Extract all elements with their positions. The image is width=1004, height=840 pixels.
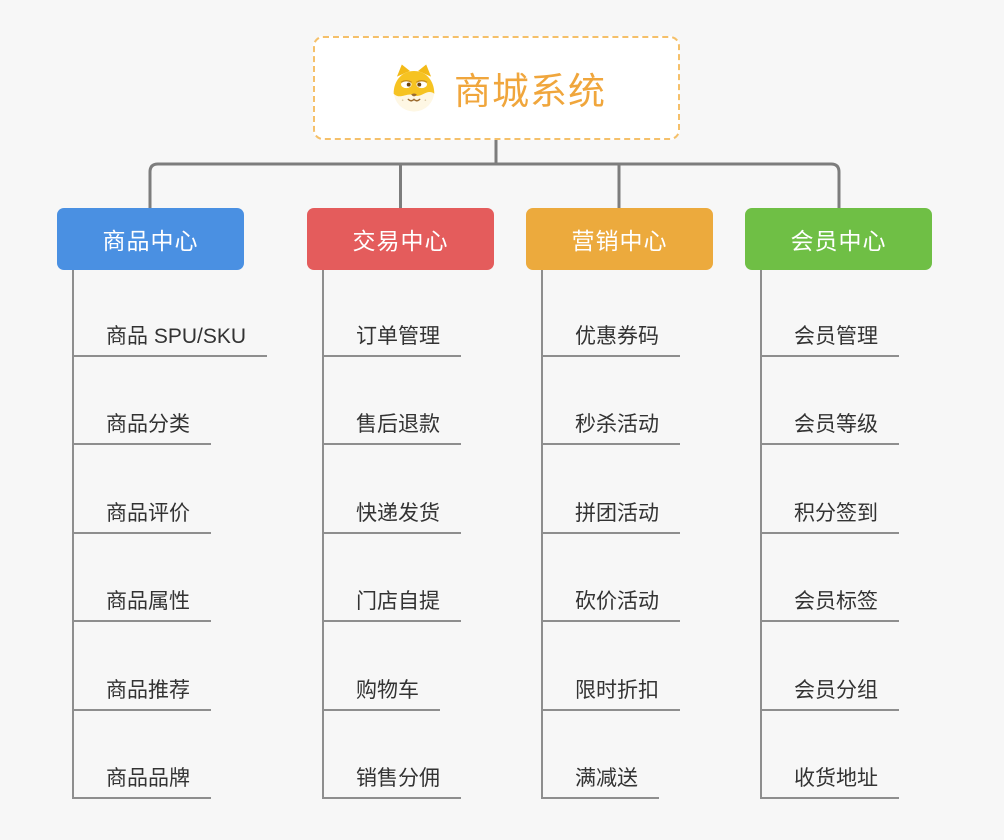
branch-column-member-center: 会员中心 会员管理 会员等级 积分签到 会员标签 会员分组 收货地址 — [745, 208, 985, 818]
dog-icon — [387, 62, 441, 114]
branch-column-trade-center: 交易中心 订单管理 售后退款 快递发货 门店自提 购物车 销售分佣 — [307, 208, 547, 818]
child-topic[interactable]: 商品推荐 — [72, 679, 211, 711]
branch-node-member-center[interactable]: 会员中心 — [745, 208, 932, 270]
child-topic[interactable]: 销售分佣 — [322, 767, 461, 799]
child-topic[interactable]: 商品属性 — [72, 590, 211, 622]
child-topic[interactable]: 优惠券码 — [541, 325, 680, 357]
child-topic[interactable]: 商品 SPU/SKU — [72, 325, 268, 357]
child-topic[interactable]: 商品分类 — [72, 413, 211, 445]
child-topic[interactable]: 拼团活动 — [541, 502, 680, 534]
branch-node-marketing-center[interactable]: 营销中心 — [526, 208, 713, 270]
child-topic[interactable]: 购物车 — [322, 679, 440, 711]
child-topic[interactable]: 会员分组 — [760, 679, 899, 711]
child-topic[interactable]: 快递发货 — [322, 502, 461, 534]
child-topic[interactable]: 会员管理 — [760, 325, 899, 357]
child-topic[interactable]: 会员标签 — [760, 590, 899, 622]
branch-node-product-center[interactable]: 商品中心 — [57, 208, 244, 270]
child-topic[interactable]: 积分签到 — [760, 502, 899, 534]
branch-column-marketing-center: 营销中心 优惠券码 秒杀活动 拼团活动 砍价活动 限时折扣 满减送 — [526, 208, 766, 818]
branch-column-product-center: 商品中心 商品 SPU/SKU 商品分类 商品评价 商品属性 商品推荐 商品品牌 — [57, 208, 297, 818]
child-topic[interactable]: 秒杀活动 — [541, 413, 680, 445]
child-topic[interactable]: 商品评价 — [72, 502, 211, 534]
child-topic[interactable]: 砍价活动 — [541, 590, 680, 622]
root-topic[interactable]: 商城系统 — [313, 36, 680, 140]
child-topic[interactable]: 限时折扣 — [541, 679, 680, 711]
branch-node-trade-center[interactable]: 交易中心 — [307, 208, 494, 270]
child-topic[interactable]: 收货地址 — [760, 767, 899, 799]
child-topic[interactable]: 订单管理 — [322, 325, 461, 357]
child-topic[interactable]: 门店自提 — [322, 590, 461, 622]
child-topic[interactable]: 商品品牌 — [72, 767, 211, 799]
root-topic-label: 商城系统 — [454, 71, 606, 112]
child-topic[interactable]: 售后退款 — [322, 413, 461, 445]
child-topic[interactable]: 满减送 — [541, 767, 659, 799]
child-topic[interactable]: 会员等级 — [760, 413, 899, 445]
